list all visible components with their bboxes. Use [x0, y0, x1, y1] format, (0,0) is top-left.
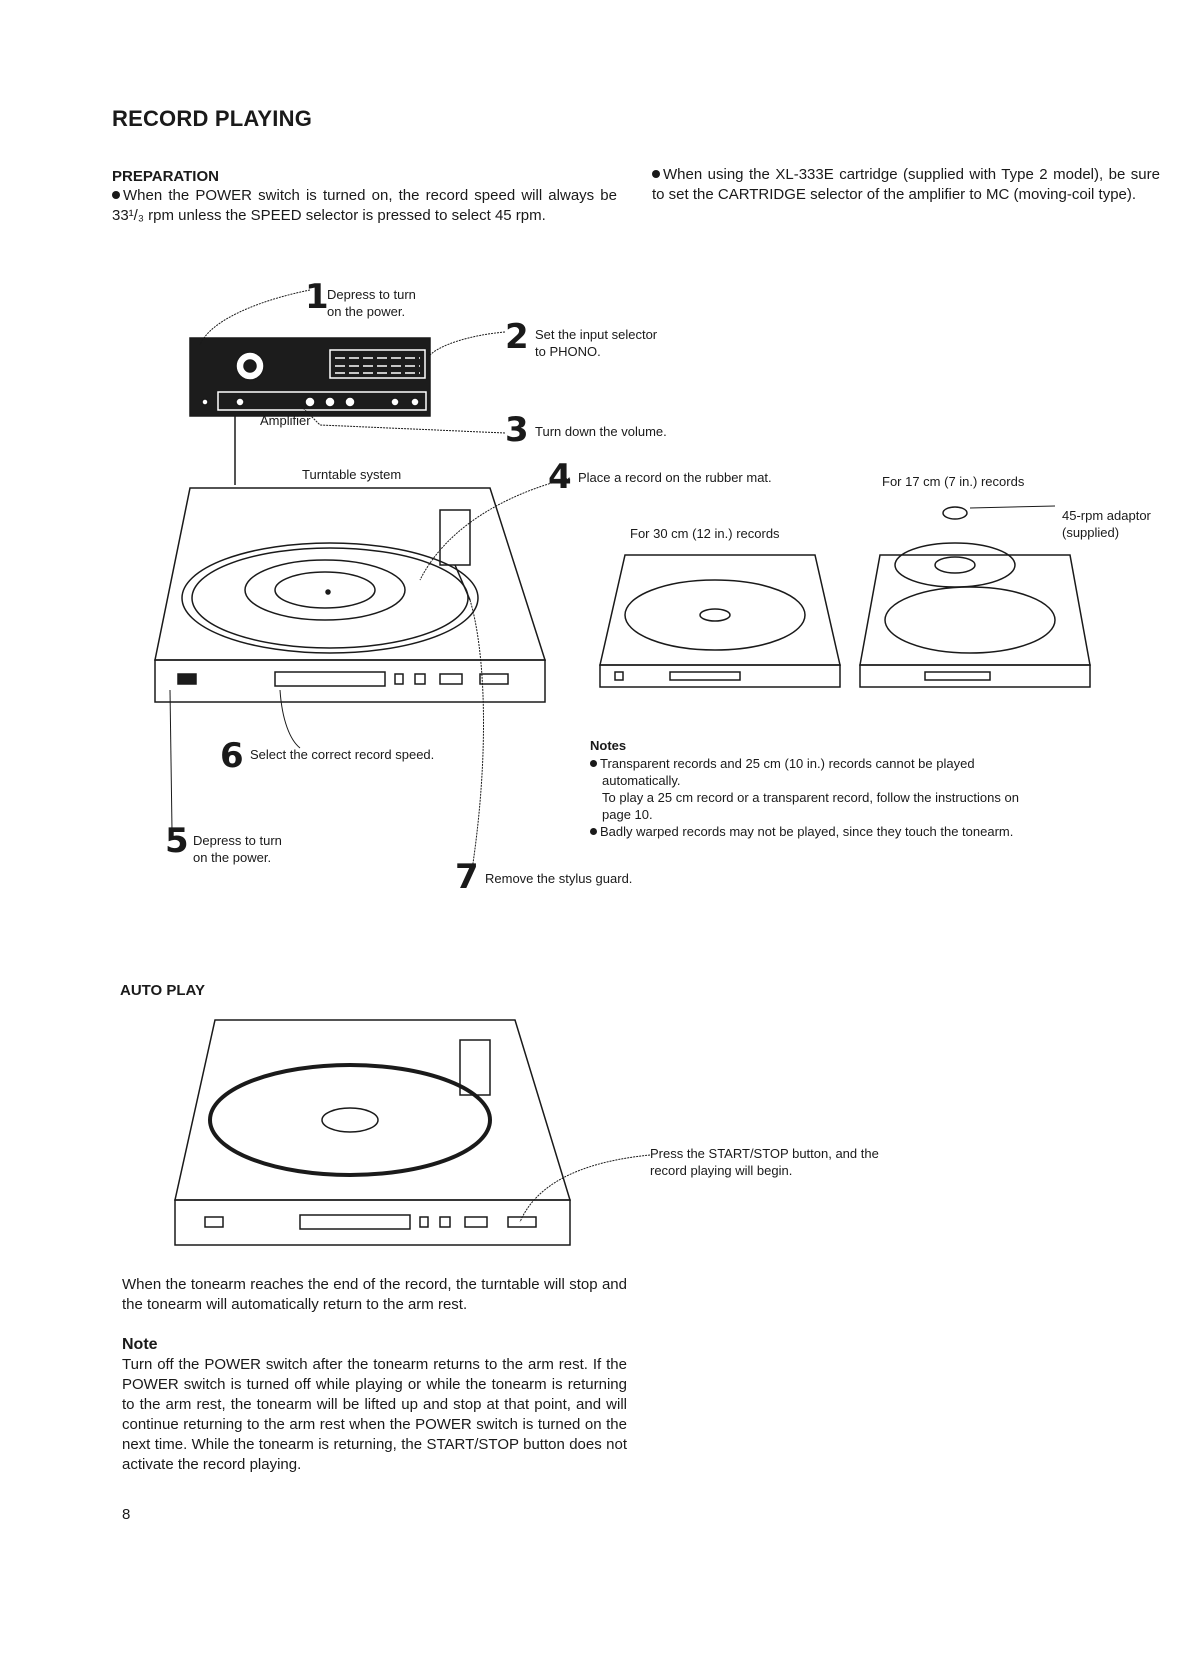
preparation-bullet-left: When the POWER switch is turned on, the …	[112, 187, 617, 224]
note-text: Turn off the POWER switch after the tone…	[122, 1356, 627, 1473]
adaptor-label: 45-rpm adaptor (supplied)	[1062, 508, 1151, 540]
step-5-number: 5	[165, 821, 189, 861]
bullet-icon	[590, 828, 597, 835]
note-heading: Note	[122, 1336, 158, 1353]
auto-play-callout: Press the START/STOP button, and the rec…	[650, 1146, 879, 1178]
step-7-number: 7	[455, 857, 479, 897]
step-3-text: Turn down the volume.	[535, 424, 667, 439]
step-4-number: 4	[548, 457, 572, 497]
step-6-number: 6	[220, 736, 244, 776]
turntable-drawing	[154, 487, 547, 703]
record-17-label: For 17 cm (7 in.) records	[882, 474, 1025, 489]
amplifier-drawing	[189, 337, 431, 417]
step-7-text: Remove the stylus guard.	[485, 871, 633, 886]
preparation-bullet-right: When using the XL-333E cartridge (suppli…	[652, 166, 1160, 203]
notes-heading: Notes	[590, 738, 627, 753]
step-2-number: 2	[505, 317, 529, 357]
turntable-30cm-drawing	[599, 554, 841, 688]
preparation-heading: PREPARATION	[112, 168, 219, 185]
step-6-text: Select the correct record speed.	[250, 747, 435, 762]
auto-play-heading: AUTO PLAY	[120, 982, 206, 999]
amplifier-label: Amplifier	[260, 413, 311, 428]
turntable-17cm-drawing	[859, 506, 1091, 688]
bullet-icon	[590, 760, 597, 767]
notes-list: Transparent records and 25 cm (10 in.) r…	[590, 755, 1110, 840]
auto-play-paragraph: When the tonearm reaches the end of the …	[122, 1276, 627, 1313]
page-title: RECORD PLAYING	[112, 106, 313, 131]
step-3-number: 3	[505, 410, 529, 450]
record-30-label: For 30 cm (12 in.) records	[630, 526, 780, 541]
step-4-text: Place a record on the rubber mat.	[578, 470, 772, 485]
page-number: 8	[122, 1506, 131, 1523]
bullet-icon	[112, 191, 120, 199]
bullet-icon	[652, 170, 660, 178]
turntable-label: Turntable system	[302, 467, 402, 482]
step-1-number: 1	[305, 277, 329, 317]
auto-play-turntable-drawing	[174, 1019, 572, 1246]
